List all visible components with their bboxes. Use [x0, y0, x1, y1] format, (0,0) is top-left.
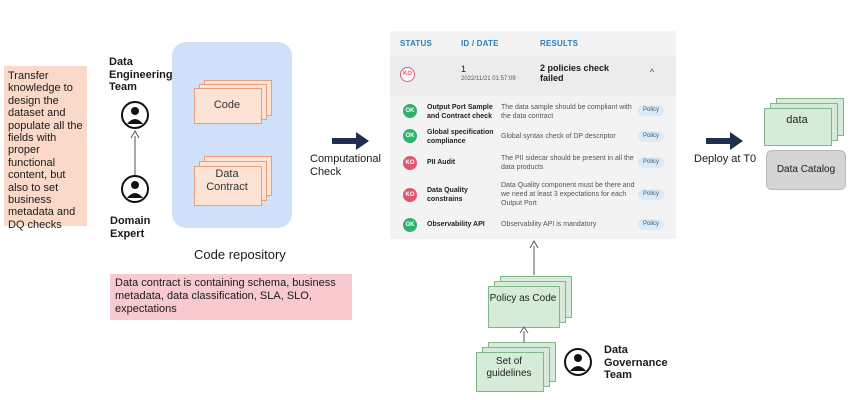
summary-id: 1: [461, 64, 467, 74]
policy-name: Global specification compliance: [427, 129, 494, 145]
deploy-label: Deploy at T0: [694, 153, 757, 165]
status-column-header: STATUS: [400, 39, 433, 48]
data-contract-file-stack: Data Contract: [206, 168, 248, 193]
data-governance-person-icon: [564, 348, 592, 376]
summary-row[interactable]: KO 1 2022/11/21 01:57:09 2 policies chec…: [390, 56, 676, 96]
knowledge-transfer-note: Transfer knowledge to design the dataset…: [4, 66, 87, 231]
policy-description: Data Quality component must be there and…: [501, 182, 635, 207]
policy-name: PII Audit: [427, 159, 456, 166]
data-engineering-person-icon: [121, 101, 149, 129]
policy-name: Output Port Sample and Contract check: [427, 104, 493, 120]
row-status-ok: OK: [403, 218, 417, 232]
data-stack: data: [786, 114, 808, 126]
chevron-up-icon[interactable]: ^: [650, 67, 655, 77]
data-contract-note: Data contract is containing schema, busi…: [110, 274, 352, 320]
policy-description: Observability API is mandatory: [501, 221, 597, 228]
id-date-column-header: ID / DATE: [461, 39, 499, 48]
policy-tag: Policy: [638, 105, 665, 116]
set-of-guidelines-stack: Set of guidelines: [486, 356, 532, 379]
summary-status-badge: KO: [400, 67, 415, 82]
code-file-stack: Code: [213, 99, 241, 111]
domain-expert-person-icon: [121, 175, 149, 203]
data-governance-team-label: Data Governance Team: [604, 344, 668, 381]
policy-tag: Policy: [638, 189, 665, 200]
guidelines-to-policy-arrow: [519, 326, 529, 343]
policy-name: Data Quality constrains: [427, 187, 468, 203]
expert-to-team-arrow: [130, 130, 140, 175]
policy-as-code-stack: Policy as Code: [489, 293, 557, 304]
results-column-header: RESULTS: [540, 39, 579, 48]
computational-check-label: Computational Check: [310, 153, 381, 178]
policy-description: Global syntax check of DP descriptor: [501, 133, 616, 140]
policy-name: Observability API: [427, 221, 485, 228]
data-catalog-box: Data Catalog: [766, 150, 846, 190]
deploy-arrow: [706, 132, 743, 150]
code-repository-caption: Code repository: [194, 247, 286, 262]
data-engineering-team-label: Data Engineering Team: [109, 56, 173, 93]
policy-tag: Policy: [638, 157, 665, 168]
code-repository-box: Code Data Contract: [172, 42, 292, 228]
policy-description: The data sample should be compliant with…: [501, 104, 632, 120]
policy-results-panel: STATUS ID / DATE RESULTS KO 1 2022/11/21…: [390, 31, 676, 239]
policy-to-check-arrow: [529, 240, 539, 275]
policy-tag: Policy: [638, 219, 665, 230]
row-status-ok: OK: [403, 104, 417, 118]
row-status-ko: KO: [403, 188, 417, 202]
policy-tag: Policy: [638, 131, 665, 142]
computational-check-arrow: [332, 132, 369, 150]
summary-result: 2 policies check failed: [540, 63, 610, 83]
summary-date: 2022/11/21 01:57:09: [461, 76, 516, 82]
row-status-ko: KO: [403, 156, 417, 170]
domain-expert-label: Domain Expert: [110, 215, 151, 240]
row-status-ok: OK: [403, 129, 417, 143]
policy-description: The PII sidecar should be present in all…: [501, 155, 634, 171]
